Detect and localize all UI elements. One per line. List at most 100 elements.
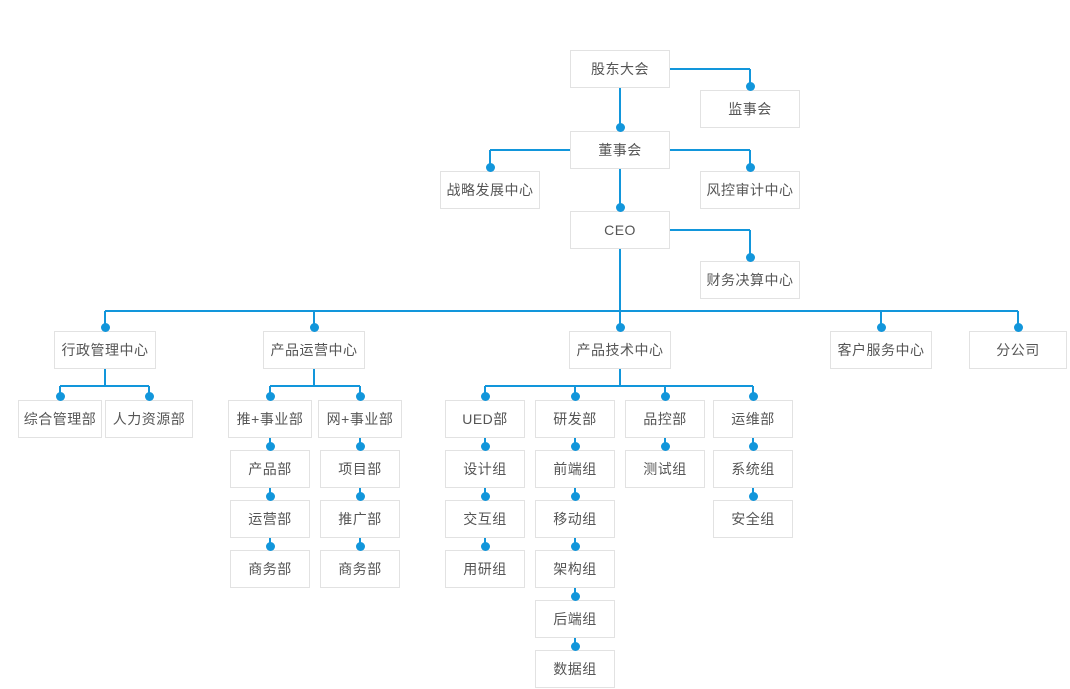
org-node-testing-group: 测试组 xyxy=(625,450,705,488)
connector-line xyxy=(489,150,491,167)
connector-dot xyxy=(748,441,758,451)
org-node-mobile-group: 移动组 xyxy=(535,500,615,538)
connector-dot xyxy=(55,391,65,401)
org-node-label: 后端组 xyxy=(553,611,597,627)
connector-dot xyxy=(480,541,490,551)
org-node-wang-division: 网+事业部 xyxy=(318,400,402,438)
org-node-operation-dept: 运营部 xyxy=(230,500,310,538)
org-node-product-dept: 产品部 xyxy=(230,450,310,488)
connector-dot xyxy=(660,391,670,401)
connector-line xyxy=(60,385,149,387)
org-node-label: 交互组 xyxy=(463,511,507,527)
connector-line xyxy=(619,369,621,386)
connector-dot xyxy=(485,162,495,172)
connector-line xyxy=(270,385,360,387)
org-node-finance-center: 财务决算中心 xyxy=(700,261,800,299)
connector-dot xyxy=(355,541,365,551)
connector-dot xyxy=(570,441,580,451)
org-node-board-of-directors: 董事会 xyxy=(570,131,670,169)
org-node-security-group: 安全组 xyxy=(713,500,793,538)
org-node-label: 客户服务中心 xyxy=(837,342,925,358)
org-node-tui-division: 推+事业部 xyxy=(228,400,312,438)
org-node-promotion-dept: 推广部 xyxy=(320,500,400,538)
connector-dot xyxy=(355,441,365,451)
connector-line xyxy=(619,311,621,327)
org-node-general-admin-dept: 综合管理部 xyxy=(18,400,102,438)
connector-line xyxy=(664,386,666,396)
org-node-branch-company: 分公司 xyxy=(969,331,1067,369)
connector-line xyxy=(484,386,486,396)
connector-line xyxy=(749,150,751,167)
connector-dot xyxy=(1013,322,1023,332)
connector-dot xyxy=(144,391,154,401)
org-node-label: 研发部 xyxy=(553,411,597,427)
org-node-label: 移动组 xyxy=(553,511,597,527)
org-node-label: 产品技术中心 xyxy=(576,342,664,358)
connector-line xyxy=(619,249,621,311)
org-node-label: 系统组 xyxy=(731,461,775,477)
org-node-label: 综合管理部 xyxy=(23,411,97,427)
connector-line xyxy=(359,386,361,396)
org-node-label: 分公司 xyxy=(996,342,1040,358)
connector-line xyxy=(269,386,271,396)
org-node-label: 行政管理中心 xyxy=(61,342,149,358)
connector-line xyxy=(670,68,750,70)
org-node-label: 数据组 xyxy=(553,661,597,677)
connector-line xyxy=(490,149,570,151)
connector-line xyxy=(670,229,750,231)
org-node-user-research-group: 用研组 xyxy=(445,550,525,588)
connector-dot xyxy=(570,541,580,551)
org-node-label: 测试组 xyxy=(643,461,687,477)
org-node-label: 战略发展中心 xyxy=(446,182,534,198)
connector-line xyxy=(104,369,106,386)
org-node-ued-dept: UED部 xyxy=(445,400,525,438)
org-node-label: 运维部 xyxy=(731,411,775,427)
connector-line xyxy=(752,386,754,396)
connector-dot xyxy=(570,491,580,501)
org-node-product-ops-center: 产品运营中心 xyxy=(263,331,365,369)
connector-dot xyxy=(748,491,758,501)
org-node-ops-dept: 运维部 xyxy=(713,400,793,438)
org-node-label: 董事会 xyxy=(598,142,642,158)
connector-line xyxy=(619,169,621,207)
org-node-label: 股东大会 xyxy=(591,61,649,77)
connector-dot xyxy=(309,322,319,332)
connector-dot xyxy=(615,122,625,132)
org-node-strategy-center: 战略发展中心 xyxy=(440,171,540,209)
connector-line xyxy=(313,369,315,386)
org-node-design-group: 设计组 xyxy=(445,450,525,488)
connector-dot xyxy=(480,491,490,501)
connector-line xyxy=(104,311,106,327)
org-node-label: 推+事业部 xyxy=(236,411,304,427)
connector-line xyxy=(574,386,576,396)
connector-line xyxy=(485,385,753,387)
org-node-shareholders-meeting: 股东大会 xyxy=(570,50,670,88)
org-node-rnd-dept: 研发部 xyxy=(535,400,615,438)
org-node-product-tech-center: 产品技术中心 xyxy=(569,331,671,369)
connector-dot xyxy=(745,252,755,262)
connector-dot xyxy=(745,81,755,91)
connector-dot xyxy=(615,322,625,332)
org-node-label: 项目部 xyxy=(338,461,382,477)
org-node-label: 产品部 xyxy=(248,461,292,477)
connector-dot xyxy=(615,202,625,212)
connector-line xyxy=(880,311,882,327)
org-node-system-group: 系统组 xyxy=(713,450,793,488)
connector-dot xyxy=(100,322,110,332)
org-node-label: 架构组 xyxy=(553,561,597,577)
org-node-project-dept: 项目部 xyxy=(320,450,400,488)
connector-dot xyxy=(355,391,365,401)
org-node-admin-center: 行政管理中心 xyxy=(54,331,156,369)
org-node-label: 用研组 xyxy=(463,561,507,577)
org-node-label: 设计组 xyxy=(463,461,507,477)
connector-line xyxy=(1017,311,1019,327)
org-node-label: 财务决算中心 xyxy=(706,272,794,288)
connector-dot xyxy=(660,441,670,451)
org-node-ceo: CEO xyxy=(570,211,670,249)
connector-line xyxy=(749,69,751,86)
connector-dot xyxy=(265,541,275,551)
org-node-label: 监事会 xyxy=(728,101,772,117)
org-node-label: UED部 xyxy=(462,411,508,427)
org-node-label: 产品运营中心 xyxy=(270,342,358,358)
